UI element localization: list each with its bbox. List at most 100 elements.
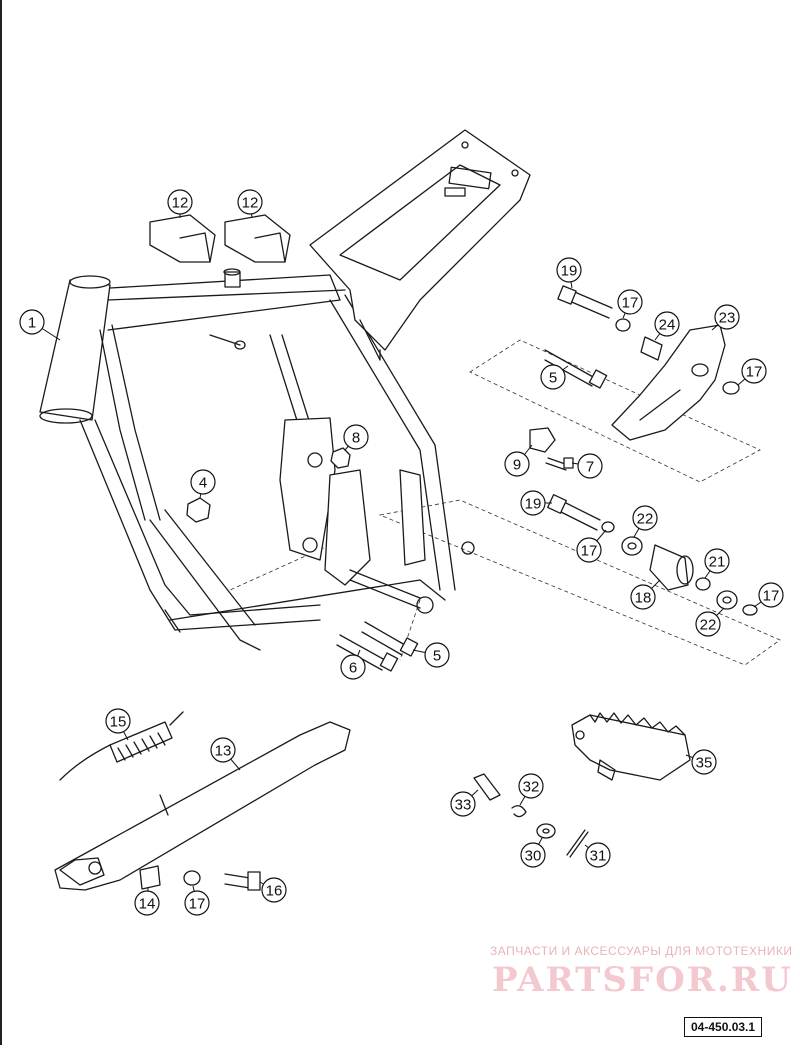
rear-mount-plate	[324, 469, 371, 586]
bolt-19-upper	[566, 289, 613, 319]
small-hardware	[186, 447, 351, 523]
footpeg-35	[571, 714, 691, 781]
callout-1: 1	[19, 309, 61, 341]
callout-15: 15	[105, 708, 131, 741]
callout-21: 21	[704, 548, 730, 579]
callout-16: 16	[259, 877, 287, 903]
callout-circle	[237, 189, 263, 215]
callout-circle	[424, 642, 450, 668]
callout-label: 24	[659, 317, 676, 334]
callout-circle	[630, 584, 656, 610]
callout-5: 5	[412, 642, 450, 668]
bolts	[336, 349, 608, 672]
bearing-22-upper	[621, 536, 643, 556]
callout-label: 5	[433, 648, 441, 665]
callout-label: 12	[242, 195, 259, 212]
callout-label: 4	[199, 475, 207, 492]
callout-circle	[540, 364, 566, 390]
clip-and-screw	[529, 427, 574, 471]
bearing-stack	[547, 494, 758, 616]
callout-label: 16	[266, 883, 283, 900]
guide-footrest-region	[469, 339, 761, 483]
rubber-block-left	[149, 214, 216, 263]
callout-label: 21	[709, 554, 726, 571]
callout-19: 19	[556, 257, 582, 289]
callout-label: 30	[525, 848, 542, 865]
callout-6: 6	[340, 649, 366, 680]
callout-circle	[704, 548, 730, 574]
side-stand-assembly	[54, 711, 351, 891]
bolt-16	[224, 873, 251, 889]
left-border-line	[0, 0, 2, 1045]
callout-circle	[654, 311, 680, 337]
guide-bearing-region	[378, 499, 781, 666]
side-stand-13	[54, 721, 351, 891]
callout-17: 17	[737, 358, 767, 386]
callout-circle	[105, 708, 131, 734]
callout-label: 12	[172, 195, 189, 212]
steering-head-top	[69, 275, 111, 289]
callout-label: 22	[700, 617, 717, 634]
callout-31: 31	[584, 842, 611, 868]
callout-label: 23	[719, 310, 736, 327]
callout-33: 33	[450, 789, 479, 817]
callout-circle	[261, 877, 287, 903]
callout-circle	[520, 490, 546, 516]
callout-circle	[576, 537, 602, 563]
frame	[39, 129, 531, 651]
rubber-blocks	[149, 214, 291, 263]
callout-circle	[617, 289, 643, 315]
callout-label: 6	[349, 660, 357, 677]
callout-label: 13	[215, 743, 232, 760]
callout-22: 22	[695, 607, 725, 637]
callout-12: 12	[237, 189, 263, 219]
callout-label: 9	[513, 457, 521, 474]
callout-label: 17	[622, 295, 639, 312]
callout-label: 8	[352, 430, 360, 447]
callout-circle	[585, 842, 611, 868]
callout-circle	[691, 749, 717, 775]
callout-circle	[714, 304, 740, 330]
bushing-24	[640, 336, 663, 361]
callout-label: 7	[586, 459, 594, 476]
callout-circle	[184, 890, 210, 916]
callout-4: 4	[190, 469, 216, 499]
watermark-caption: ЗАПЧАСТИ И АКСЕССУАРЫ ДЛЯ МОТОТЕХНИКИ	[490, 944, 793, 958]
callout-8: 8	[343, 424, 369, 451]
spring-32	[511, 805, 527, 818]
rubber-block-right	[224, 214, 291, 263]
callout-14: 14	[134, 887, 160, 916]
callout-circle	[190, 469, 216, 495]
bushing-14	[139, 865, 161, 890]
callout-circle	[340, 654, 366, 680]
callout-12: 12	[167, 189, 193, 218]
callout-label: 14	[139, 896, 156, 913]
callout-label: 35	[696, 755, 713, 772]
callout-22: 22	[632, 505, 658, 538]
callout-circle	[19, 309, 45, 335]
callout-circle	[450, 791, 476, 817]
callout-7: 7	[571, 453, 603, 479]
nut-8	[330, 447, 351, 469]
callout-label: 19	[525, 496, 542, 513]
callout-circle	[556, 257, 582, 283]
engine-mount-plate	[279, 417, 336, 561]
callout-label: 17	[746, 364, 763, 381]
callout-label: 5	[549, 370, 557, 387]
callout-23: 23	[711, 304, 740, 331]
callout-label: 31	[590, 848, 607, 865]
callout-label: 17	[763, 588, 780, 605]
callout-label: 17	[581, 543, 598, 560]
reference-code: 04-450.03.1	[684, 1017, 763, 1037]
callout-label: 32	[523, 779, 540, 796]
bolt-5-lower	[361, 621, 406, 656]
callout-35: 35	[685, 749, 717, 775]
cotter-pin-31	[566, 829, 589, 858]
washer-30	[536, 823, 556, 839]
callout-label: 1	[28, 315, 36, 332]
callout-30: 30	[520, 837, 546, 868]
bearing-22-lower	[716, 590, 738, 610]
brake-pedal-23	[611, 324, 726, 441]
callout-circle	[167, 189, 193, 215]
